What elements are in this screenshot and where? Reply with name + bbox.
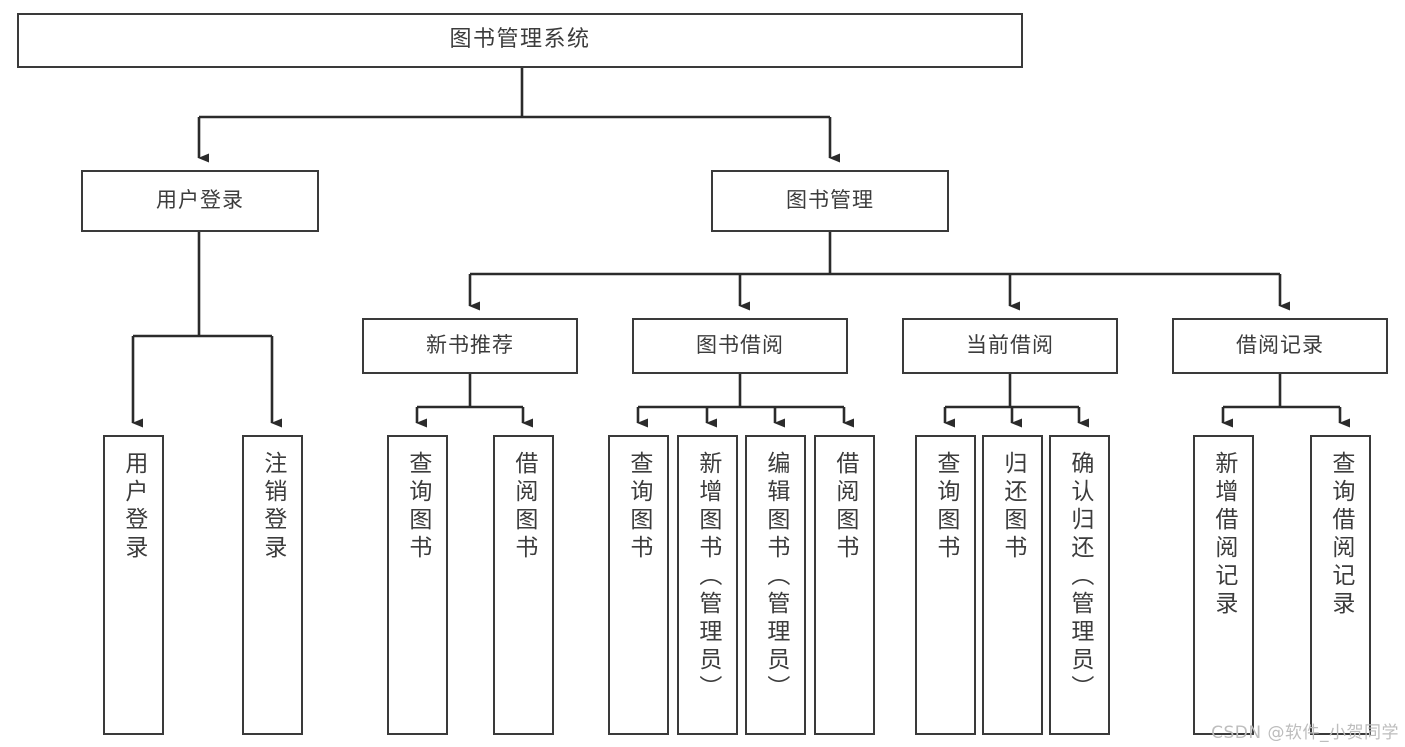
node-label: 图书管理	[786, 188, 874, 213]
node-label: 归还图书	[999, 451, 1026, 563]
node-root-system[interactable]: 图书管理系统	[17, 13, 1023, 68]
node-label: 编辑图书（管理员）	[762, 451, 789, 703]
node-label: 新书推荐	[426, 333, 514, 358]
node-label: 新增图书（管理员）	[694, 451, 721, 703]
leaf-borrow-book-recommend[interactable]: 借阅图书	[493, 435, 554, 735]
node-label: 借阅图书	[510, 451, 537, 563]
node-current-borrow[interactable]: 当前借阅	[902, 318, 1118, 374]
node-label: 新增借阅记录	[1210, 451, 1237, 619]
leaf-query-book-borrow[interactable]: 查询图书	[608, 435, 669, 735]
node-book-borrow[interactable]: 图书借阅	[632, 318, 848, 374]
node-label: 用户登录	[120, 451, 147, 563]
node-label: 查询图书	[404, 451, 431, 563]
node-label: 查询借阅记录	[1327, 451, 1354, 619]
leaf-logout[interactable]: 注销登录	[242, 435, 303, 735]
node-user-login[interactable]: 用户登录	[81, 170, 319, 232]
node-label: 查询图书	[625, 451, 652, 563]
node-label: 借阅图书	[831, 451, 858, 563]
node-book-manage[interactable]: 图书管理	[711, 170, 949, 232]
leaf-query-book-recommend[interactable]: 查询图书	[387, 435, 448, 735]
leaf-add-borrow-record[interactable]: 新增借阅记录	[1193, 435, 1254, 735]
node-label: 图书借阅	[696, 333, 784, 358]
node-label: 确认归还（管理员）	[1066, 451, 1093, 703]
node-label: 查询图书	[932, 451, 959, 563]
node-label: 当前借阅	[966, 333, 1054, 358]
node-label: 借阅记录	[1236, 333, 1324, 358]
leaf-edit-book[interactable]: 编辑图书（管理员）	[745, 435, 806, 735]
leaf-query-book-current[interactable]: 查询图书	[915, 435, 976, 735]
leaf-return-book[interactable]: 归还图书	[982, 435, 1043, 735]
leaf-borrow-book[interactable]: 借阅图书	[814, 435, 875, 735]
node-borrow-record[interactable]: 借阅记录	[1172, 318, 1388, 374]
node-new-book-recommend[interactable]: 新书推荐	[362, 318, 578, 374]
node-label: 用户登录	[156, 188, 244, 213]
leaf-user-login[interactable]: 用户登录	[103, 435, 164, 735]
node-label: 图书管理系统	[449, 27, 591, 53]
leaf-confirm-return[interactable]: 确认归还（管理员）	[1049, 435, 1110, 735]
leaf-query-borrow-record[interactable]: 查询借阅记录	[1310, 435, 1371, 735]
leaf-add-book[interactable]: 新增图书（管理员）	[677, 435, 738, 735]
node-label: 注销登录	[259, 451, 286, 563]
